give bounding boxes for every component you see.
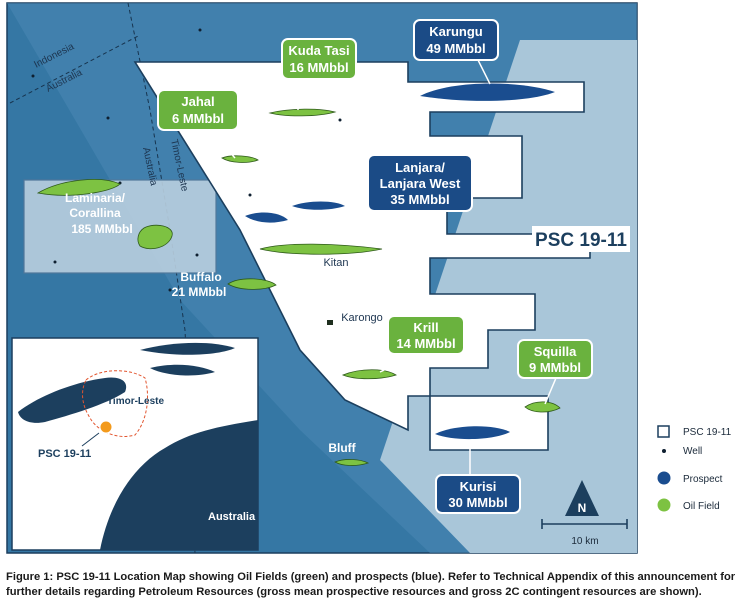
bluff-label: Bluff [328, 441, 356, 455]
squilla-field-shape [524, 401, 561, 413]
karongo-field-shape [327, 320, 333, 325]
svg-text:16 MMbbl: 16 MMbbl [289, 60, 348, 75]
karungu-callout[interactable]: Karungu 49 MMbbl [413, 19, 499, 61]
svg-text:Lanjara West: Lanjara West [380, 176, 461, 191]
bluff-field-shape [334, 459, 370, 466]
laminaria-label-line2: Corallina [69, 206, 121, 220]
kitan-label: Kitan [323, 257, 348, 269]
legend: PSC 19-11 Well Prospect Oil Field [657, 425, 732, 512]
legend-psc-label: PSC 19-11 [683, 427, 732, 438]
buffalo-field-shape [227, 278, 277, 290]
svg-text:14 MMbbl: 14 MMbbl [396, 336, 455, 351]
krill-field-shape [341, 369, 397, 380]
lanjara-callout[interactable]: Lanjara/ Lanjara West 35 MMbbl [367, 154, 473, 212]
scale-bar-label: 10 km [571, 536, 598, 547]
corallina-field-shape [137, 224, 173, 250]
svg-text:Kurisi: Kurisi [460, 479, 497, 494]
legend-psc-symbol [657, 425, 670, 438]
svg-text:Lanjara/: Lanjara/ [395, 160, 445, 175]
laminaria-label-line1: Laminaria/ [65, 191, 126, 205]
north-arrow-icon: N [565, 480, 599, 516]
lanjara-west-prospect-shape [292, 201, 345, 210]
indonesia-australia-boundary [9, 34, 141, 104]
legend-prospect-label: Prospect [683, 474, 723, 485]
svg-text:9 MMbbl: 9 MMbbl [529, 360, 581, 375]
inset-map [11, 337, 259, 551]
kitan-field-shape [259, 243, 383, 255]
lanjara-prospect-shape [245, 212, 288, 223]
svg-text:30 MMbbl: 30 MMbbl [448, 495, 507, 510]
buffalo-label: Buffalo [180, 270, 221, 284]
svg-text:N: N [578, 501, 587, 515]
krill-callout[interactable]: Krill 14 MMbbl [387, 315, 465, 355]
buffalo-volume: 21 MMbbl [172, 285, 227, 299]
svg-text:Kuda Tasi: Kuda Tasi [288, 43, 349, 58]
laminaria-label-volume: 185 MMbbl [71, 222, 132, 236]
kurisi-callout[interactable]: Kurisi 30 MMbbl [435, 474, 521, 514]
psc-label-bg [532, 226, 630, 252]
jahal-callout[interactable]: Jahal 6 MMbbl [157, 89, 239, 131]
legend-oil-field-symbol [657, 498, 671, 512]
svg-text:35 MMbbl: 35 MMbbl [390, 192, 449, 207]
legend-oil-field-label: Oil Field [683, 501, 720, 512]
figure-caption: Figure 1: PSC 19-11 Location Map showing… [6, 571, 736, 598]
svg-text:49 MMbbl: 49 MMbbl [426, 41, 485, 56]
laminaria-field-shape [36, 179, 121, 196]
svg-text:Krill: Krill [413, 320, 438, 335]
inset-timor-leste-label: Timor-Leste [107, 396, 164, 407]
scale-bar [541, 519, 628, 529]
kurisi-prospect-shape [435, 426, 510, 440]
kuda-tasi-field-shape [269, 108, 337, 117]
karungu-prospect-shape [420, 83, 555, 101]
legend-well-label: Well [683, 446, 702, 457]
psc-label: PSC 19-11 [535, 230, 627, 251]
legend-well-symbol [662, 449, 666, 453]
inset-psc-label: PSC 19-11 [38, 448, 91, 460]
svg-text:Karungu: Karungu [429, 24, 483, 39]
legend-prospect-symbol [657, 471, 671, 485]
svg-text:Squilla: Squilla [534, 344, 577, 359]
squilla-callout[interactable]: Squilla 9 MMbbl [517, 339, 593, 379]
inset-australia-label: Australia [208, 511, 256, 523]
svg-text:6 MMbbl: 6 MMbbl [172, 111, 224, 126]
svg-text:Jahal: Jahal [181, 94, 214, 109]
karongo-label: Karongo [341, 312, 383, 324]
kuda-tasi-callout[interactable]: Kuda Tasi 16 MMbbl [281, 38, 357, 80]
